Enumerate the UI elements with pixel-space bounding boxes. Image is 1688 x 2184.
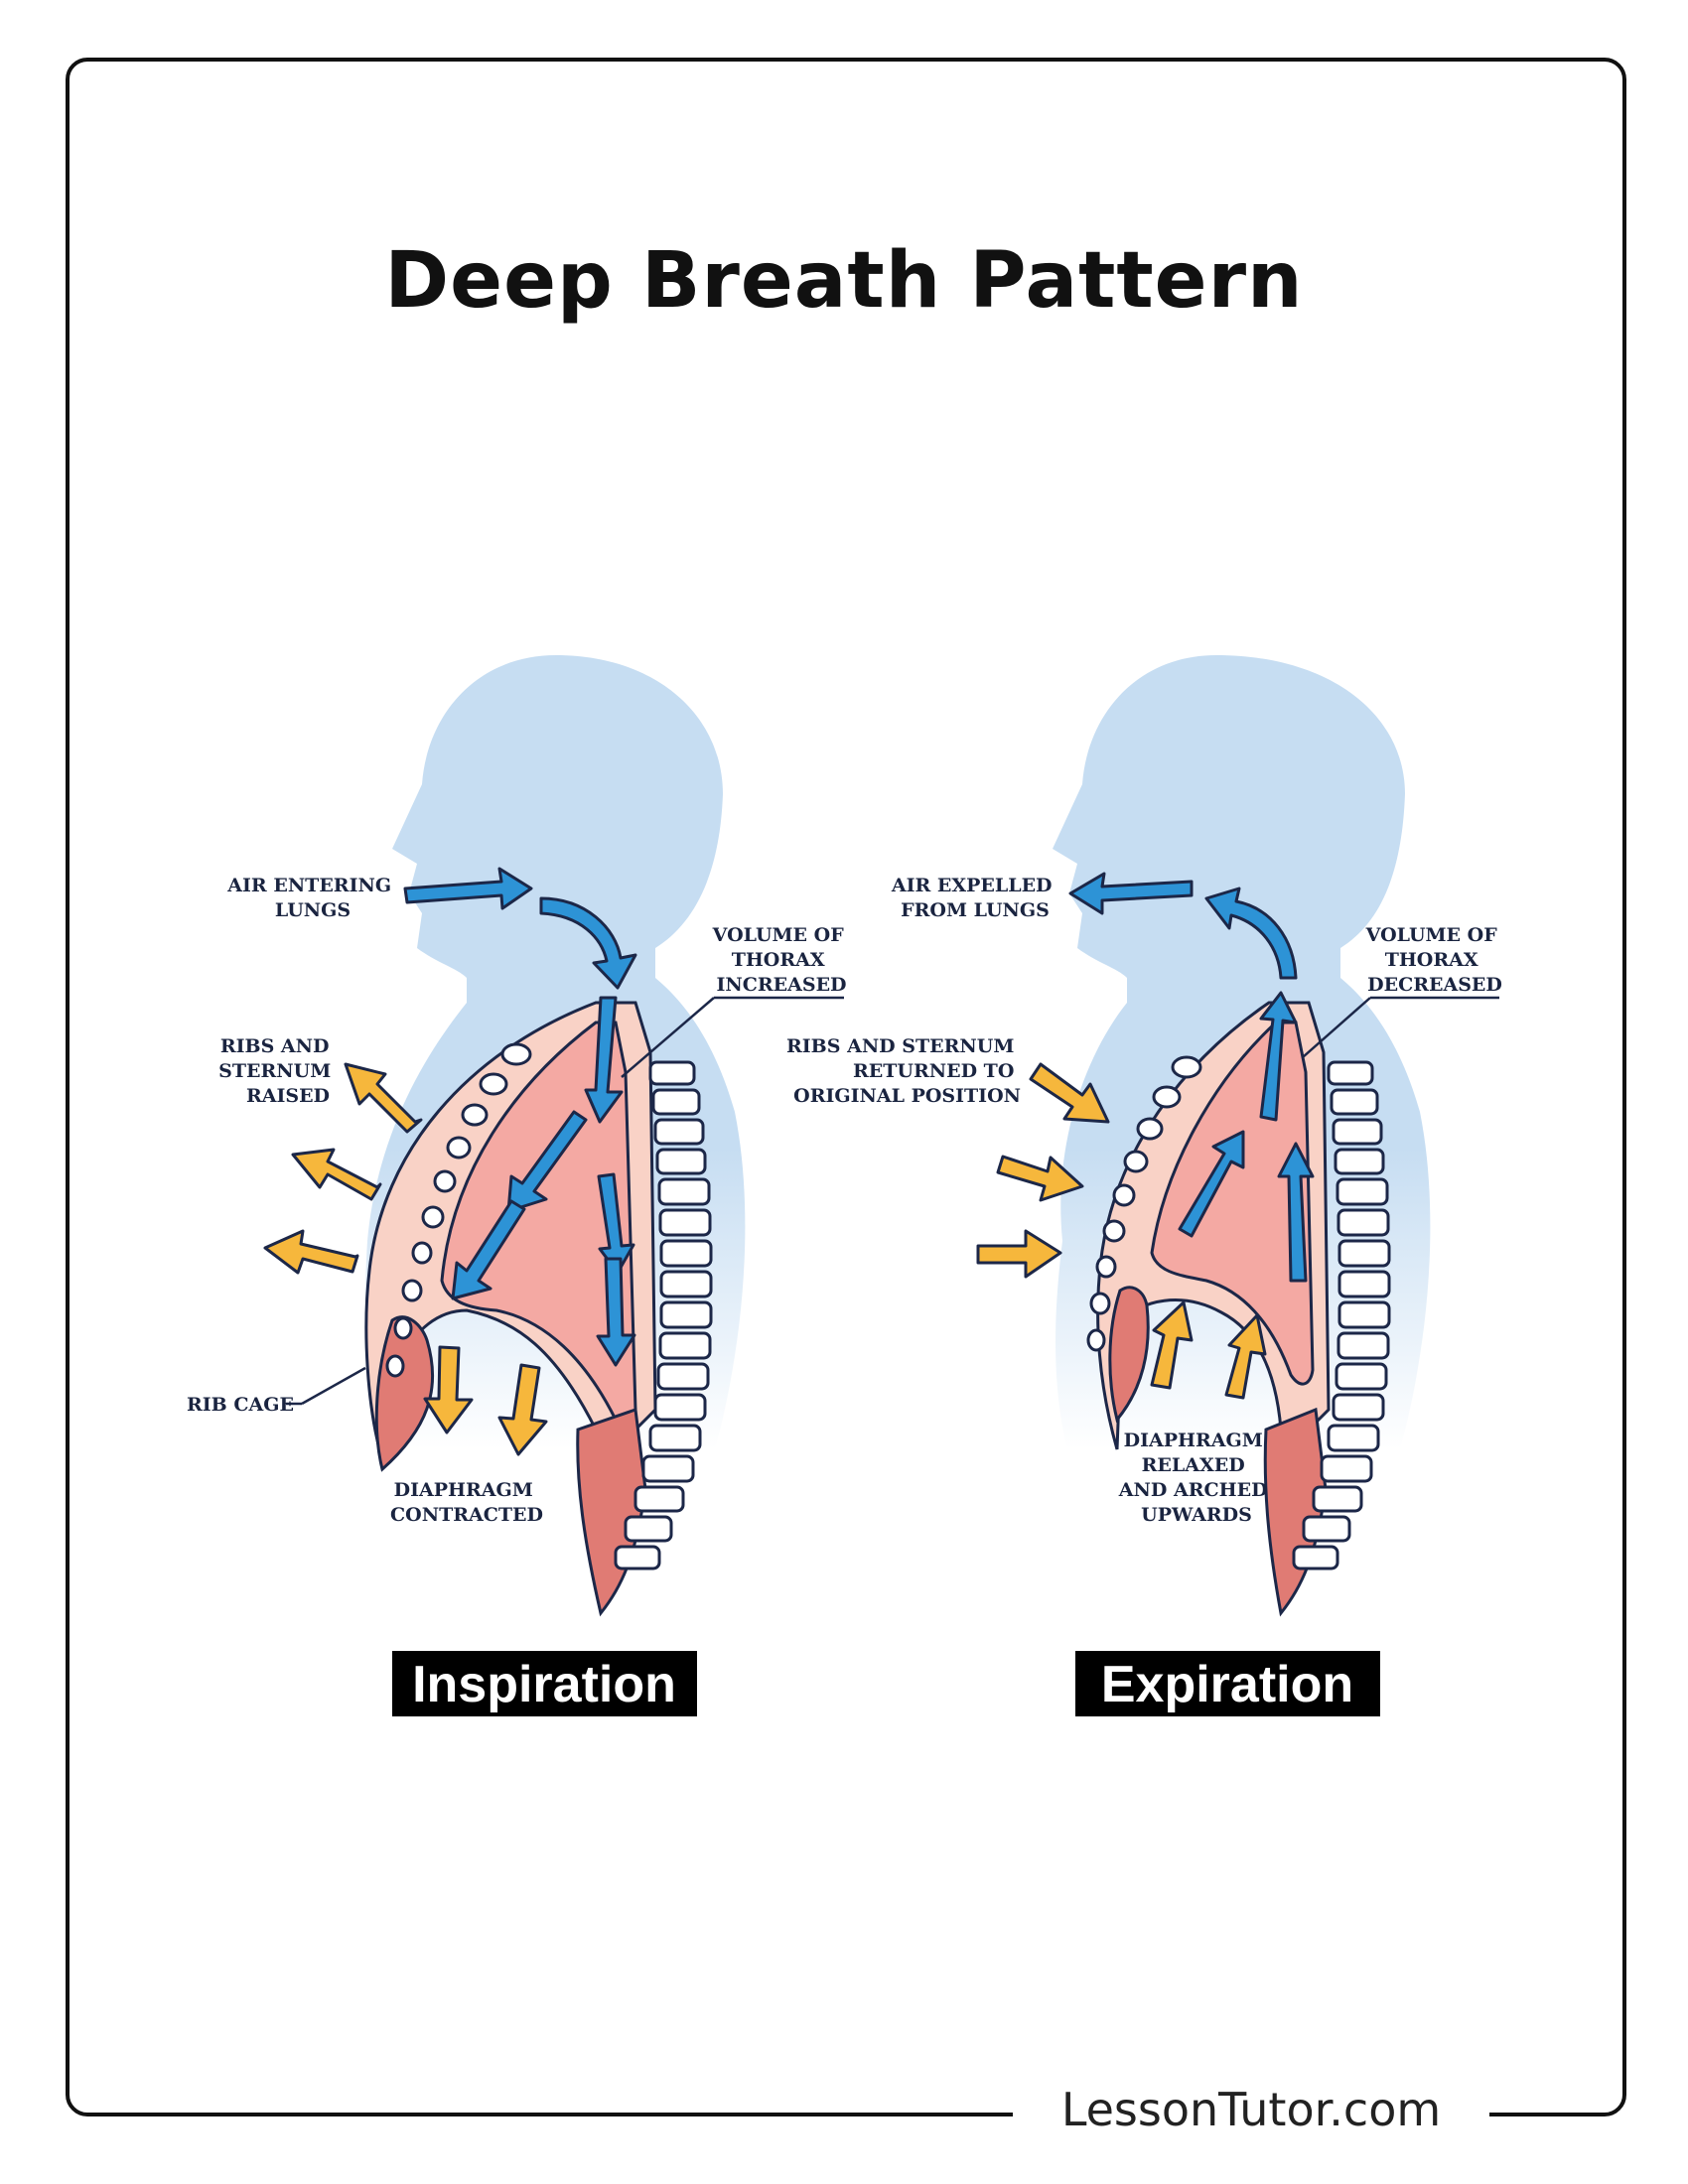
rib-arrow	[291, 1148, 382, 1201]
rib-cage	[1086, 1055, 1202, 1352]
rib-cage	[385, 1042, 532, 1378]
air-arrow	[403, 867, 533, 910]
air-arrow	[596, 1257, 636, 1367]
page-title: Deep Breath Pattern	[384, 236, 1304, 326]
force-arrows	[976, 1062, 1267, 1400]
air-arrow	[1277, 1142, 1315, 1283]
force-arrows	[263, 1062, 548, 1456]
diaphragm-muscle	[1108, 1286, 1150, 1424]
rib-arrow	[1029, 1062, 1110, 1124]
label-air-expelled: AIR EXPELLED FROM LUNGS	[891, 875, 1058, 921]
air-arrow	[1259, 991, 1298, 1122]
inspiration-figure: AIR ENTERING LUNGS VOLUME OF THORAX INCR…	[187, 655, 851, 1716]
inspiration-caption-bg	[392, 1651, 697, 1716]
inspiration-caption: Inspiration	[412, 1656, 676, 1713]
diaphragm-arrow	[1224, 1313, 1267, 1400]
expiration-labels: AIR EXPELLED FROM LUNGS VOLUME OF THORAX…	[786, 875, 1504, 1526]
label-volume-decreased: VOLUME OF THORAX DECREASED	[1365, 924, 1504, 996]
air-flow-arrows	[1068, 872, 1315, 1283]
air-arrow	[584, 996, 624, 1124]
label-volume-increased: VOLUME OF THORAX INCREASED	[712, 924, 851, 996]
air-arrow	[1204, 887, 1298, 980]
diaphragm-arrow	[423, 1345, 474, 1434]
label-diaphragm-relaxed: DIAPHRAGM RELAXED AND ARCHED UPWARDS	[1118, 1430, 1274, 1526]
air-arrow	[539, 896, 637, 990]
rib-arrow	[263, 1229, 359, 1275]
air-flow-arrows	[403, 867, 637, 1367]
inspiration-labels: AIR ENTERING LUNGS VOLUME OF THORAX INCR…	[187, 875, 851, 1526]
abdominal-muscle	[576, 1407, 647, 1617]
rib-arrow	[976, 1229, 1062, 1279]
air-arrow	[1178, 1130, 1245, 1238]
diaphragm-arrow	[1150, 1300, 1194, 1390]
expiration-caption: Expiration	[1101, 1656, 1353, 1713]
leader-lines	[1302, 996, 1499, 1058]
label-diaphragm-contracted: DIAPHRAGM CONTRACTED	[390, 1479, 543, 1526]
label-rib-cage: RIB CAGE	[187, 1394, 294, 1416]
spine	[614, 1060, 713, 1570]
leader-lines	[286, 996, 844, 1406]
air-arrow	[597, 1172, 635, 1275]
label-ribs-raised: RIBS AND STERNUM RAISED	[218, 1035, 338, 1107]
diaphragm-arrow	[497, 1363, 548, 1456]
air-arrow	[1068, 872, 1194, 915]
label-ribs-returned: RIBS AND STERNUM RETURNED TO ORIGINAL PO…	[786, 1035, 1021, 1107]
diaphragm-muscle	[374, 1315, 435, 1472]
page-frame	[66, 58, 1626, 2116]
spine	[1292, 1060, 1391, 1570]
expiration-figure: AIR EXPELLED FROM LUNGS VOLUME OF THORAX…	[786, 655, 1504, 1716]
air-arrow	[451, 1199, 526, 1300]
air-arrow	[506, 1110, 588, 1213]
rib-arrow	[996, 1155, 1084, 1202]
expiration-caption-bg	[1075, 1651, 1380, 1716]
label-air-entering: AIR ENTERING LUNGS	[226, 875, 397, 921]
rib-arrow	[344, 1062, 423, 1134]
footer-brand: LessonTutor.com	[1013, 2080, 1489, 2139]
